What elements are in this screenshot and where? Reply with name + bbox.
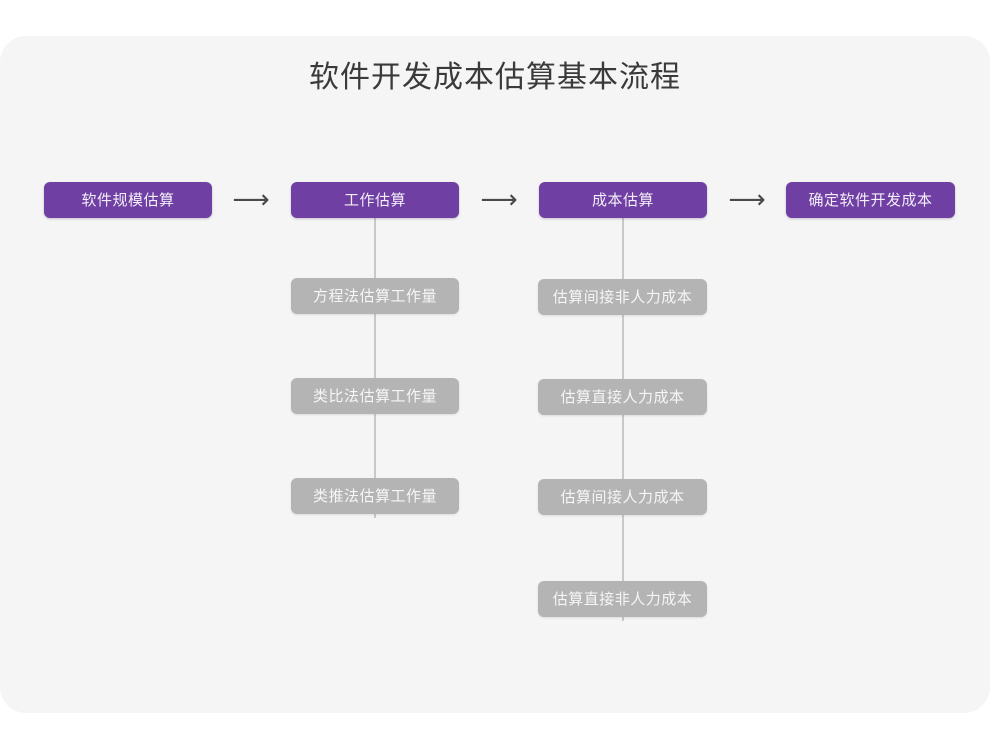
page-title: 软件开发成本估算基本流程 (309, 61, 681, 94)
substep-node-indirect-nonlabor-cost[interactable]: 估算间接非人力成本 (538, 279, 707, 315)
substep-node-analogy-method-effort[interactable]: 类比法估算工作量 (291, 378, 459, 414)
arrow-icon-2: ⟶ (480, 184, 518, 214)
substep-node-equation-method-effort[interactable]: 方程法估算工作量 (291, 278, 459, 314)
stage-node-work-estimation[interactable]: 工作估算 (291, 182, 459, 218)
arrow-icon-1: ⟶ (232, 184, 270, 214)
substep-node-direct-nonlabor-cost[interactable]: 估算直接非人力成本 (538, 581, 707, 617)
substep-node-direct-labor-cost[interactable]: 估算直接人力成本 (538, 379, 707, 415)
connector-line-stage2 (374, 218, 376, 518)
substep-node-inference-method-effort[interactable]: 类推法估算工作量 (291, 478, 459, 514)
stage-node-cost-estimation[interactable]: 成本估算 (539, 182, 707, 218)
stage-node-determine-development-cost[interactable]: 确定软件开发成本 (786, 182, 955, 218)
connector-line-stage3 (622, 218, 624, 621)
substep-node-indirect-labor-cost[interactable]: 估算间接人力成本 (538, 479, 707, 515)
diagram-canvas (0, 36, 990, 713)
stage-node-software-scale-estimation[interactable]: 软件规模估算 (44, 182, 212, 218)
arrow-icon-3: ⟶ (728, 184, 766, 214)
